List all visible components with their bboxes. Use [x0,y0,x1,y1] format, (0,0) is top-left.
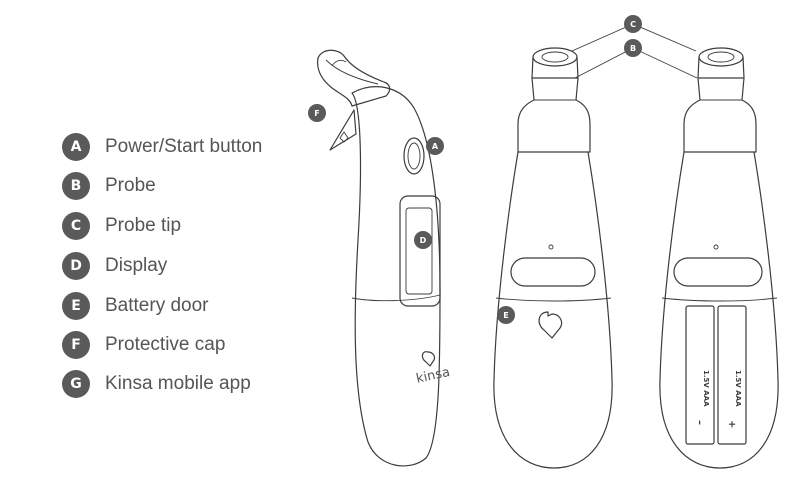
legend-item-battery-door: E Battery door [62,292,209,320]
thermometer-front-view [493,47,613,469]
probe-tip-opening [541,51,569,63]
front-view-body [493,151,613,469]
legend-label: Display [105,255,168,276]
probe-tip [698,47,744,67]
cap-rim [331,59,347,67]
legend-item-probe-tip: C Probe tip [62,212,181,240]
svg-text:A: A [432,142,439,151]
legend-badge: C [62,212,90,240]
probe [683,77,757,153]
clip-logo [339,131,349,143]
front-led [548,244,554,250]
legend-label: Probe tip [105,215,182,236]
legend-label: Power/Start button [105,136,263,157]
brand-text: kinsa [415,365,451,387]
back-led [713,244,719,250]
thermometer-side-view: kinsa [317,49,451,467]
legend-item-power-button: A Power/Start button [62,133,262,161]
front-button [510,257,596,287]
callout-d: D [414,231,432,249]
cap-rim [325,59,379,85]
legend-item-probe: B Probe [62,172,156,200]
protective-cap [317,49,391,107]
battery-plus-sign: + [726,420,737,428]
probe-tip-sides [531,56,579,79]
legend-item-protective-cap: F Protective cap [62,331,225,359]
battery-minus-sign: – [694,420,705,425]
svg-text:B: B [630,44,636,53]
probe-tip-opening [707,51,735,63]
callout-f: F [308,104,326,122]
svg-text:C: C [630,20,636,29]
probe-tip-sides [697,56,745,79]
side-view-body [351,86,441,467]
legend-badge: A [62,133,90,161]
back-view-body [659,151,779,469]
probe [517,77,591,153]
kinsa-logo-icon [538,311,563,339]
battery-left [685,305,715,445]
legend-badge: E [62,292,90,320]
callout-e: E [497,306,515,324]
power-button [403,137,425,175]
legend-badge: D [62,252,90,280]
cap-clip [329,109,357,151]
thermometer-back-view: 1.5V AAA 1.5V AAA – + [659,47,779,469]
legend-label: Protective cap [105,334,226,355]
power-button-inner [407,142,421,170]
legend-item-display: D Display [62,252,167,280]
callout-b: B [624,39,642,57]
back-button [673,257,763,287]
battery-left-label: 1.5V AAA [702,370,710,407]
legend-label: Battery door [105,295,209,316]
side-view-seam [351,294,441,302]
legend-badge: G [62,370,90,398]
svg-text:D: D [420,236,427,245]
kinsa-logo-icon [421,351,436,367]
back-seam [661,297,778,302]
legend-item-mobile-app: G Kinsa mobile app [62,370,251,398]
display-bezel [399,195,441,307]
svg-text:F: F [314,109,319,118]
legend-badge: F [62,331,90,359]
callout-c: C [624,15,642,33]
battery-right [717,305,747,445]
legend-label: Probe [105,175,156,196]
legend-badge: B [62,172,90,200]
battery-right-label: 1.5V AAA [734,370,742,407]
callout-a: A [426,137,444,155]
probe-tip [532,47,578,67]
display-screen [405,207,433,295]
legend-label: Kinsa mobile app [105,373,251,394]
battery-door-seam [495,297,612,302]
svg-text:E: E [503,311,508,320]
